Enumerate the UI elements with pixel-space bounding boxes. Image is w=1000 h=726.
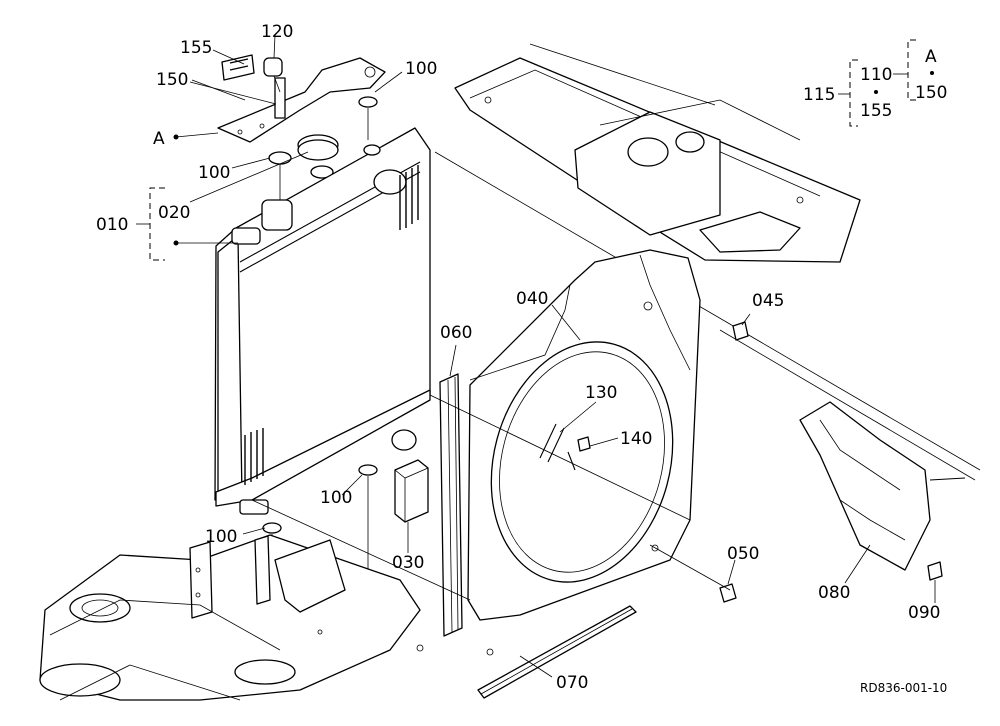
label-150: 150 [156, 70, 188, 90]
label-030: 030 [392, 553, 424, 573]
bracket-010 [136, 134, 179, 261]
leader-lines-frame [434, 43, 981, 481]
label-100-low: 100 [205, 527, 237, 547]
label-070: 070 [556, 673, 588, 693]
reservoir-block [394, 459, 429, 523]
label-040: 040 [516, 289, 548, 309]
frame-lower [39, 534, 424, 701]
label-090: 090 [908, 603, 940, 623]
top-bracket [217, 54, 386, 143]
label-100-left: 100 [198, 163, 230, 183]
frame-rail-upper [454, 57, 861, 263]
label-120: 120 [261, 22, 293, 42]
label-140: 140 [620, 429, 652, 449]
callout-labels: 120 155 150 100 A 100 020 010 040 045 06… [96, 22, 947, 695]
legend-115 [838, 39, 934, 127]
drawing-code: RD836-001-10 [860, 681, 947, 695]
label-110: 110 [860, 65, 892, 85]
label-100-top: 100 [405, 59, 437, 79]
label-130: 130 [585, 383, 617, 403]
label-100-mid: 100 [320, 488, 352, 508]
label-060: 060 [440, 323, 472, 343]
label-150-legend: 150 [915, 83, 947, 103]
label-ref-a: A [153, 129, 165, 149]
label-155: 155 [180, 38, 212, 58]
label-050: 050 [727, 544, 759, 564]
label-ref-a-legend: A [925, 47, 937, 67]
label-020: 020 [158, 203, 190, 223]
seal-strip-horizontal [477, 605, 637, 699]
assembly-guide-lines [251, 394, 731, 601]
label-115: 115 [803, 85, 835, 105]
seal-strip-vertical [439, 373, 463, 637]
label-010: 010 [96, 215, 128, 235]
radiator [214, 127, 431, 515]
callout-leaders [175, 34, 936, 678]
fan-shroud [467, 249, 701, 656]
bolts [577, 321, 943, 603]
radiator-cap [297, 134, 339, 179]
label-155-legend: 155 [860, 101, 892, 121]
label-080: 080 [818, 583, 850, 603]
label-045: 045 [752, 291, 784, 311]
side-guard [799, 401, 966, 571]
